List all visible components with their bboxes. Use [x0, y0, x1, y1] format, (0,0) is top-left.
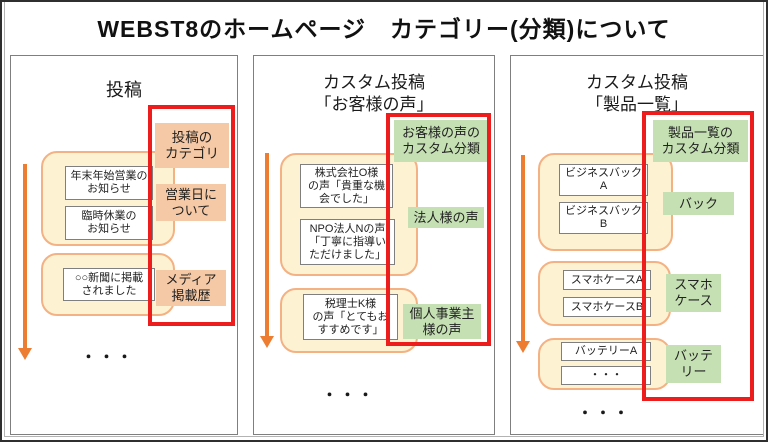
panel-custom-products: カスタム投稿 「製品一覧」 ビジネスバック A ビジネスバック B スマホケース… — [510, 55, 764, 435]
category-tag: お客様の声の カスタム分類 — [394, 120, 488, 162]
category-tag: 法人様の声 — [408, 207, 484, 228]
panel-custom-voice: カスタム投稿 「お客様の声」 株式会社O様 の声「貴重な機 会でした」 NPO法… — [253, 55, 495, 435]
flow-arrow-down — [260, 153, 274, 348]
arrow-head-icon — [18, 348, 32, 360]
post-item: ○○新聞に掲載 されました — [63, 268, 155, 301]
arrow-head-icon — [516, 341, 530, 353]
panel-posts-title: 投稿 — [106, 80, 142, 100]
category-tag: バッテ リー — [666, 345, 721, 383]
category-tag: メディア 掲載歴 — [156, 270, 226, 306]
post-item: スマホケースB — [563, 297, 651, 317]
post-item: 税理士K様 の声「とてもお すすめです」 — [303, 294, 398, 340]
post-item: 年末年始営業の お知らせ — [65, 166, 153, 200]
panel-voice-title: カスタム投稿 「お客様の声」 — [314, 73, 434, 114]
post-item: ビジネスバック A — [559, 164, 648, 196]
arrow-line — [521, 155, 525, 343]
flow-arrow-down — [516, 155, 530, 353]
post-item: ・・・ — [561, 366, 651, 385]
category-tag: 投稿の カテゴリ — [155, 123, 229, 168]
more-dots: ・・・ — [80, 349, 135, 366]
category-tag: 営業日に ついて — [156, 184, 226, 221]
post-item: NPO法人Nの声 「丁寧に指導い ただけました」 — [300, 219, 395, 265]
panel-products-title: カスタム投稿 「製品一覧」 — [586, 73, 688, 114]
more-dots: ・・・ — [321, 387, 376, 404]
post-item: 株式会社O様 の声「貴重な機 会でした」 — [300, 164, 393, 208]
panel-posts: 投稿 年末年始営業の お知らせ 臨時休業の お知らせ ○○新聞に掲載 されました… — [10, 55, 238, 435]
post-item: スマホケースA — [563, 270, 651, 290]
category-tag: 製品一覧の カスタム分類 — [653, 120, 748, 162]
arrow-head-icon — [260, 336, 274, 348]
post-item: 臨時休業の お知らせ — [65, 206, 153, 240]
more-dots: ・・・ — [577, 405, 632, 422]
arrow-line — [265, 153, 269, 338]
post-item: バッテリーA — [561, 342, 651, 361]
category-tag: バック — [663, 192, 734, 215]
arrow-line — [23, 164, 27, 350]
flow-arrow-down — [18, 164, 32, 360]
post-item: ビジネスバック B — [559, 202, 648, 234]
slide-title: WEBST8のホームページ カテゴリー(分類)について — [97, 16, 671, 42]
category-tag: 個人事業主 様の声 — [403, 304, 481, 339]
category-tag: スマホ ケース — [666, 274, 721, 312]
